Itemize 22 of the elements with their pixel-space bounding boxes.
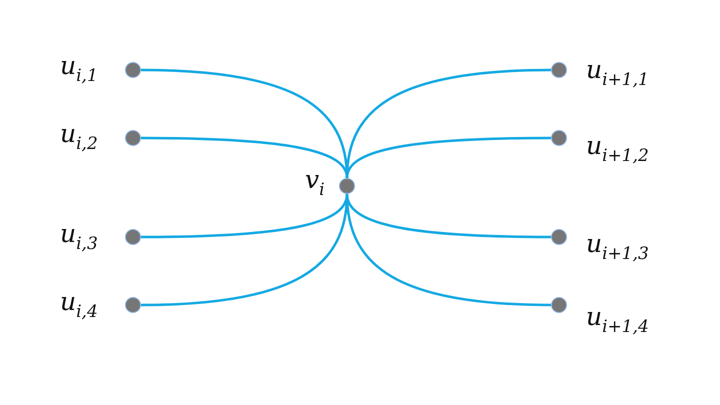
edge-curve (346, 194, 552, 306)
vertex-label: u$_{i+1,4}$ (586, 303, 649, 339)
edge-curve (140, 136, 348, 178)
vertex-label: u$_{i+1,1}$ (586, 56, 649, 92)
vertex-dot (551, 62, 567, 78)
vertex-dot (125, 229, 141, 245)
vertex-dot (125, 130, 141, 146)
vertex-label: u$_{i,3}$ (60, 220, 98, 256)
vertex-label: u$_{i+1,3}$ (586, 230, 649, 266)
vertex-dot (551, 229, 567, 245)
vertex-label: u$_{i+1,2}$ (586, 132, 649, 168)
vertex-dot (551, 297, 567, 313)
vertex-label: u$_{i,1}$ (60, 52, 98, 88)
vertex-label: u$_{i,4}$ (60, 288, 98, 324)
vertex-dot (125, 62, 141, 78)
vertex-label: v$_{i}$ (305, 166, 325, 202)
vertex-dot (125, 297, 141, 313)
vertex-dot (339, 178, 355, 194)
edge-curve (346, 136, 552, 178)
vertex-label: u$_{i,2}$ (60, 120, 98, 156)
edge-curve (140, 194, 348, 306)
vertex-dot (551, 130, 567, 146)
